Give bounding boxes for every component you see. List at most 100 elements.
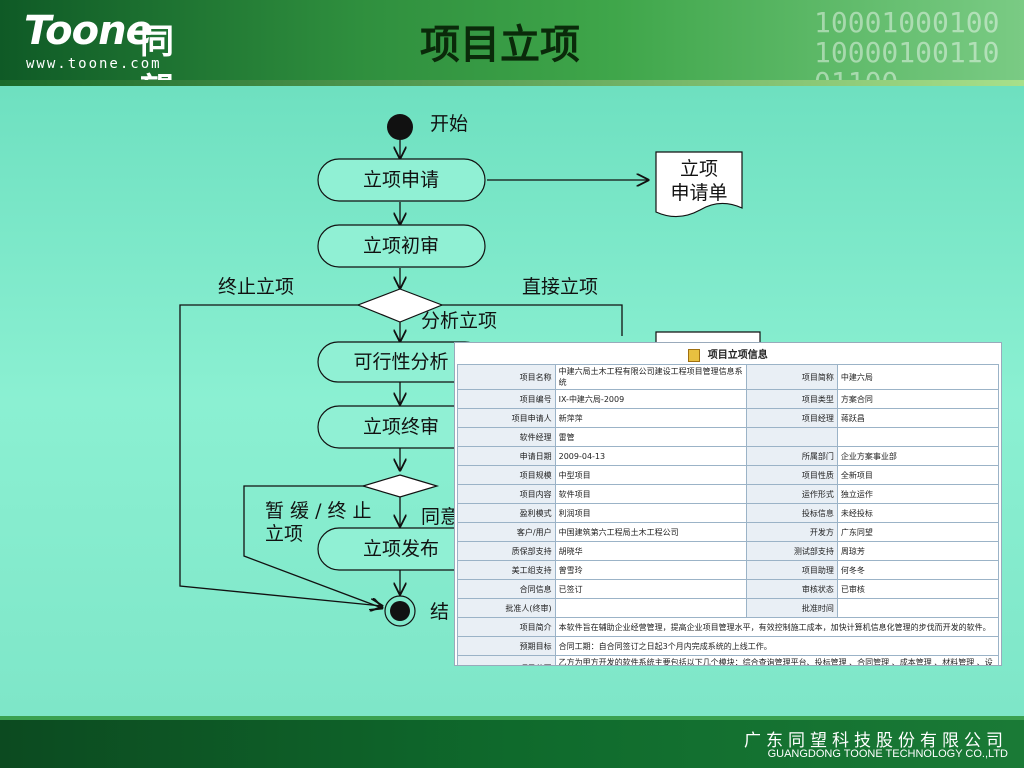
document-icon — [688, 348, 701, 362]
field-label: 项目内容 — [457, 484, 556, 504]
field-label: 项目简介 — [457, 617, 556, 637]
doc-apply-form — [655, 151, 743, 218]
node-final-review-label: 立项终审 — [363, 416, 439, 438]
table-row: 项目范围乙方为甲方开发的软件系统主要包括以下几个模块：综合查询管理平台、投标管理… — [457, 655, 1000, 665]
field-value: 新萍萍 — [554, 408, 748, 428]
label-suspend-line2: 立项 — [265, 523, 303, 545]
field-label: 项目简称 — [746, 364, 838, 390]
field-label: 美工组支持 — [457, 560, 556, 580]
node-publish-label: 立项发布 — [363, 538, 439, 560]
table-row: 预期目标合同工期：自合同签订之日起3个月内完成系统的上线工作。 — [457, 636, 1000, 656]
start-node — [387, 114, 413, 140]
field-value: 全新项目 — [836, 465, 1000, 485]
field-value: 乙方为甲方开发的软件系统主要包括以下几个模块：综合查询管理平台、投标管理 、合同… — [554, 655, 1000, 665]
footer-bar: 广东同望科技股份有限公司 GUANGDONG TOONE TECHNOLOGY … — [0, 716, 1024, 768]
field-label: 项目规模 — [457, 465, 556, 485]
table-row: 盈利模式利润项目投标信息未经投标 — [457, 503, 1000, 523]
field-label: 运作形式 — [746, 484, 838, 504]
field-value: 方案合同 — [836, 389, 1000, 409]
field-value: 中国建筑第六工程局土木工程公司 — [554, 522, 748, 542]
edge-suspend — [243, 485, 382, 608]
end-label: 结 — [430, 601, 449, 623]
field-label: 项目名称 — [457, 364, 556, 390]
field-label: 项目类型 — [746, 389, 838, 409]
field-value: 曾雪玲 — [554, 560, 748, 580]
project-info-panel: 项目立项信息 项目名称中建六局土木工程有限公司建设工程项目管理信息系统项目简称中… — [454, 342, 1002, 666]
field-value: 已签订 — [554, 579, 748, 599]
flow-edges — [179, 140, 648, 608]
field-label: 盈利模式 — [457, 503, 556, 523]
binary-decoration: 10001000100 10000100110 01100 — [814, 8, 1000, 82]
field-value: 周琼芳 — [836, 541, 1000, 561]
doc-apply-form-line2: 申请单 — [670, 182, 727, 204]
page-title: 项目立项 — [420, 21, 580, 68]
logo-text: Toone — [24, 8, 153, 54]
field-value: 广东同望 — [836, 522, 1000, 542]
field-label: 项目范围 — [457, 655, 556, 665]
table-row: 软件经理雷管 — [457, 427, 1000, 447]
table-row: 项目内容软件项目运作形式独立运作 — [457, 484, 1000, 504]
field-value: 中建六局土木工程有限公司建设工程项目管理信息系统 — [554, 364, 748, 390]
edge-terminate — [179, 304, 382, 606]
field-value: 雷管 — [554, 427, 748, 447]
field-label: 批准人(终审) — [457, 598, 556, 618]
table-row: 客户/用户中国建筑第六工程局土木工程公司开发方广东同望 — [457, 522, 1000, 542]
field-value: 2009-04-13 — [554, 446, 748, 466]
panel-title-text: 项目立项信息 — [707, 350, 768, 361]
field-label: 审核状态 — [746, 579, 838, 599]
field-label: 项目经理 — [746, 408, 838, 428]
label-analyze: 分析立项 — [421, 310, 497, 332]
field-label: 开发方 — [746, 522, 838, 542]
field-value: 胡晓华 — [554, 541, 748, 561]
node-initial-review — [317, 224, 486, 268]
panel-title: 项目立项信息 — [455, 343, 1001, 364]
field-value: 蒋跃昌 — [836, 408, 1000, 428]
table-row: 项目规模中型项目项目性质全新项目 — [457, 465, 1000, 485]
field-value — [836, 427, 1000, 447]
end-node — [390, 601, 410, 621]
end-node-ring — [384, 595, 416, 627]
field-label: 项目申请人 — [457, 408, 556, 428]
table-row: 项目简介本软件旨在辅助企业经营管理，提高企业项目管理水平，有效控制施工成本，加快… — [457, 617, 1000, 637]
edge-direct — [440, 304, 623, 336]
start-label: 开始 — [430, 113, 468, 135]
field-label: 预期目标 — [457, 636, 556, 656]
project-info-table: 项目名称中建六局土木工程有限公司建设工程项目管理信息系统项目简称中建六局项目编号… — [457, 364, 1000, 665]
node-apply — [317, 158, 486, 202]
field-label: 质保部支持 — [457, 541, 556, 561]
field-value: 中型项目 — [554, 465, 748, 485]
decision-1 — [356, 288, 444, 323]
table-row: 质保部支持胡晓华测试部支持周琼芳 — [457, 541, 1000, 561]
field-value — [836, 598, 1000, 618]
node-apply-label: 立项申请 — [363, 169, 439, 191]
field-value: 企业方案事业部 — [836, 446, 1000, 466]
field-value: 何冬冬 — [836, 560, 1000, 580]
field-value: 合同工期：自合同签订之日起3个月内完成系统的上线工作。 — [554, 636, 1000, 656]
field-label: 测试部支持 — [746, 541, 838, 561]
field-value: 独立运作 — [836, 484, 1000, 504]
node-initial-review-label: 立项初审 — [363, 235, 439, 257]
footer-stripe — [0, 716, 1024, 720]
field-value: 利润项目 — [554, 503, 748, 523]
company-name-cn: 广东同望科技股份有限公司 — [744, 731, 1008, 751]
table-row: 项目名称中建六局土木工程有限公司建设工程项目管理信息系统项目简称中建六局 — [457, 364, 1000, 390]
label-direct: 直接立项 — [522, 276, 598, 298]
field-label: 项目性质 — [746, 465, 838, 485]
header-stripe — [0, 80, 1024, 86]
decision-2 — [360, 474, 440, 498]
field-value: 已审核 — [836, 579, 1000, 599]
field-label: 项目助理 — [746, 560, 838, 580]
field-label: 项目编号 — [457, 389, 556, 409]
field-label: 申请日期 — [457, 446, 556, 466]
header-bar: Toone 同望 www.toone.com 项目立项 10001000100 … — [0, 0, 1024, 111]
field-value: 未经投标 — [836, 503, 1000, 523]
field-label: 投标信息 — [746, 503, 838, 523]
field-value: IX-中建六局-2009 — [554, 389, 748, 409]
field-value: 本软件旨在辅助企业经营管理，提高企业项目管理水平，有效控制施工成本，加快计算机信… — [554, 617, 1000, 637]
doc-apply-form-line1: 立项 — [680, 158, 718, 180]
field-value: 软件项目 — [554, 484, 748, 504]
field-label: 合同信息 — [457, 579, 556, 599]
logo-url: www.toone.com — [26, 56, 162, 72]
